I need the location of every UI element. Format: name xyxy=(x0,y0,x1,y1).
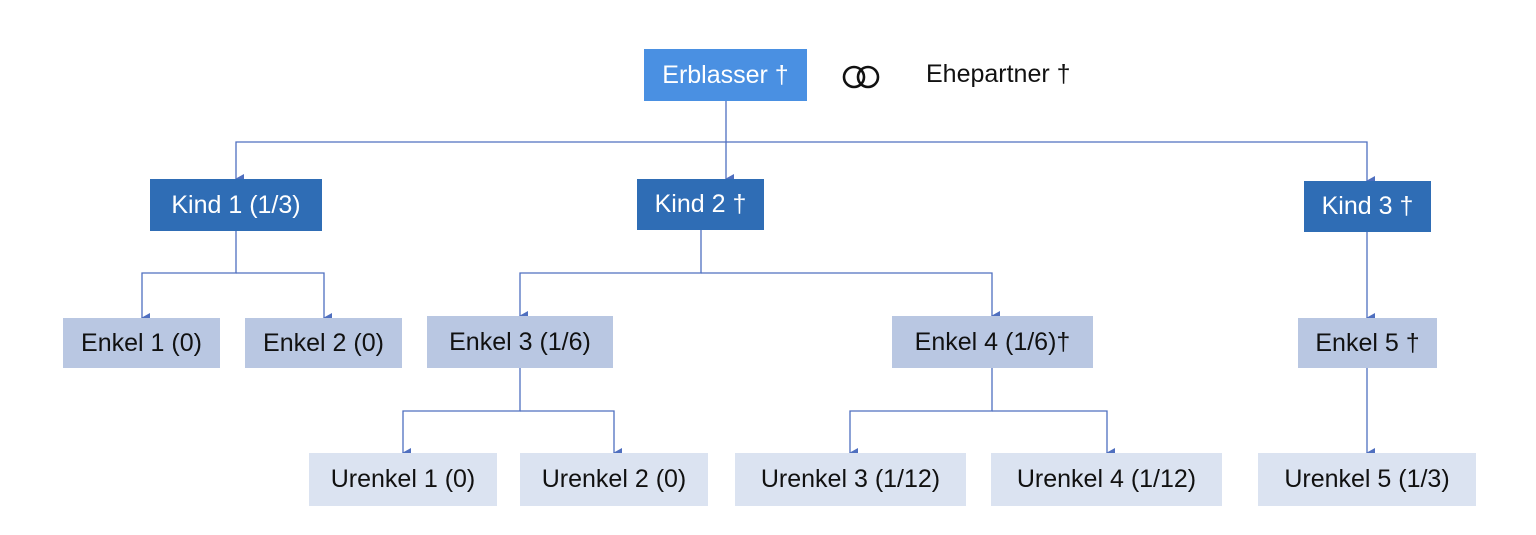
connector-enkel4-urenkel3 xyxy=(849,368,993,458)
node-urenkel-3: Urenkel 3 (1/12) xyxy=(735,453,966,506)
connector-kind2-enkel3 xyxy=(519,230,702,321)
connector-kind2-enkel4 xyxy=(701,272,1000,321)
connector-enkel3-urenkel1 xyxy=(402,368,521,458)
node-enkel-1: Enkel 1 (0) xyxy=(63,318,220,368)
node-kind-3: Kind 3 † xyxy=(1304,181,1431,232)
node-urenkel-5: Urenkel 5 (1/3) xyxy=(1258,453,1476,506)
node-urenkel-2: Urenkel 2 (0) xyxy=(520,453,708,506)
node-enkel-3: Enkel 3 (1/6) xyxy=(427,316,613,368)
connector-root-kind1 xyxy=(235,101,727,184)
connector-enkel3-urenkel2 xyxy=(520,410,622,458)
connector-kind1-enkel1 xyxy=(141,231,237,323)
node-kind-2: Kind 2 † xyxy=(637,179,764,230)
node-urenkel-4: Urenkel 4 (1/12) xyxy=(991,453,1222,506)
rings-icon xyxy=(842,65,880,89)
connector-root-kind3 xyxy=(726,141,1375,186)
node-urenkel-1: Urenkel 1 (0) xyxy=(309,453,497,506)
node-enkel-2: Enkel 2 (0) xyxy=(245,318,402,368)
connector-kind1-enkel2 xyxy=(236,272,332,323)
node-enkel-5: Enkel 5 † xyxy=(1298,318,1437,368)
node-ehepartner: Ehepartner † xyxy=(926,60,1071,88)
node-erblasser: Erblasser † xyxy=(644,49,807,101)
node-enkel-4: Enkel 4 (1/6)† xyxy=(892,316,1093,368)
connector-enkel4-urenkel4 xyxy=(992,410,1115,458)
node-kind-1: Kind 1 (1/3) xyxy=(150,179,322,231)
